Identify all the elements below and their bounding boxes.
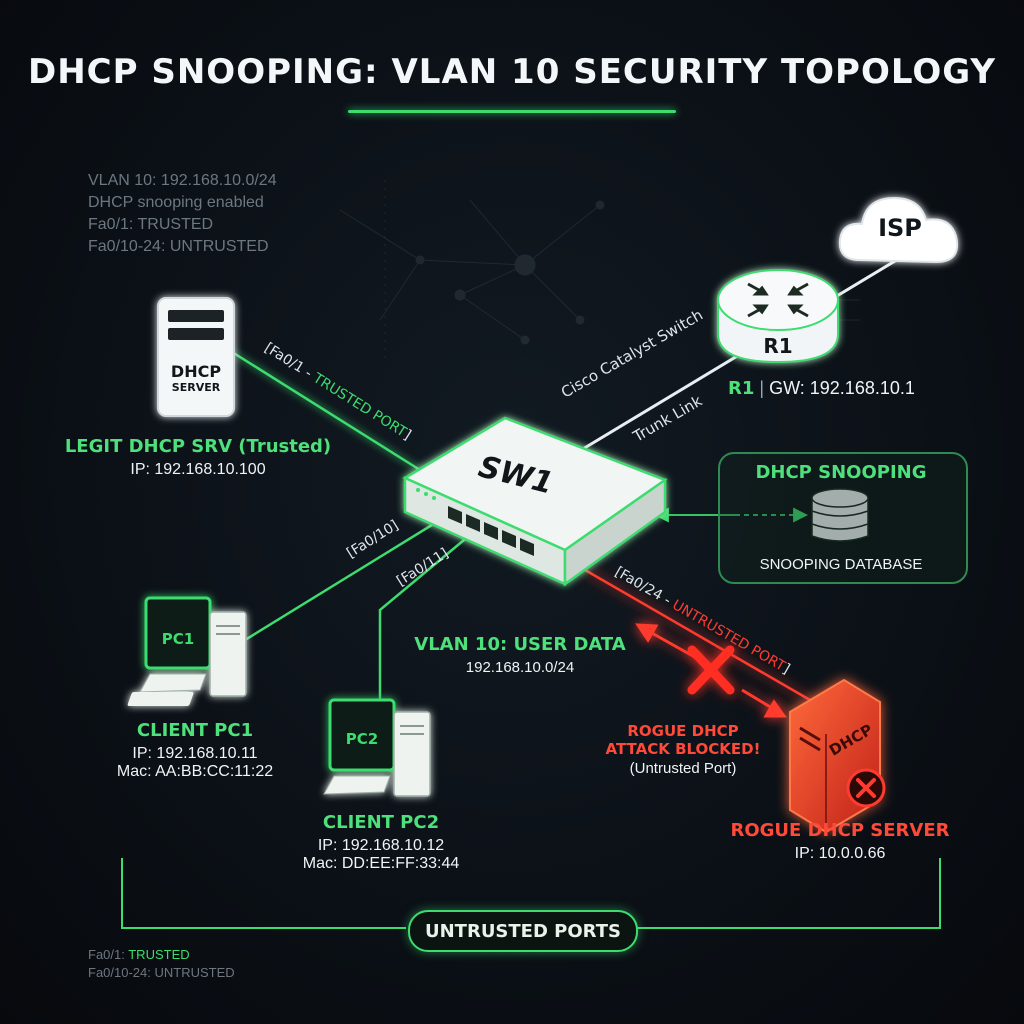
router-gateway: GW: 192.168.10.1: [769, 378, 915, 398]
legit-server-icon-line1: DHCP: [170, 362, 222, 381]
router-separator: |: [759, 378, 765, 398]
untrusted-ports-badge: UNTRUSTED PORTS: [408, 910, 638, 952]
switch-icon: [402, 416, 668, 587]
legit-server-icon-line2: SERVER: [171, 381, 221, 394]
untrusted-bracket-line: [636, 858, 941, 929]
pc2-title: CLIENT PC2: [322, 812, 440, 833]
vlan-title: VLAN 10: USER DATA: [414, 634, 626, 655]
blocked-x-icon: [687, 645, 735, 695]
snooping-db-label: SNOOPING DATABASE: [759, 556, 923, 573]
legend-line1-prefix: Fa0/1:: [88, 947, 129, 962]
port-legend: Fa0/1: TRUSTED Fa0/10-24: UNTRUSTED: [88, 946, 235, 982]
router-name: R1: [728, 378, 755, 399]
attack-blocked-caption: ROGUE DHCP ATTACK BLOCKED! (Untrusted Po…: [598, 722, 768, 777]
legit-server-title: LEGIT DHCP SRV (Trusted): [64, 436, 332, 457]
database-icon: [811, 488, 869, 542]
legit-server-icon-text: DHCP SERVER: [158, 362, 234, 394]
trunk-link-line: [547, 253, 906, 472]
untrusted-bracket-line: [121, 858, 406, 929]
rogue-block-icon: [846, 768, 886, 808]
info-line: DHCP snooping enabled: [88, 194, 264, 211]
pc2-icon: [323, 698, 431, 797]
dhcp-snooping-panel: [718, 452, 968, 584]
pc1-mac: Mac: AA:BB:CC:11:22: [116, 763, 274, 780]
router-caption: R1 | GW: 192.168.10.1: [728, 378, 915, 399]
isp-cloud-icon: [838, 196, 958, 264]
vlan-info-block: VLAN 10: 192.168.10.0/24 DHCP snooping e…: [88, 170, 277, 258]
attack-line1: ROGUE DHCP: [627, 722, 739, 740]
pc1-ip: IP: 192.168.10.11: [132, 745, 258, 762]
router-icon: [717, 269, 839, 364]
vlan-subnet: 192.168.10.0/24: [465, 659, 575, 676]
legit-dhcp-server-icon: [157, 297, 235, 417]
pc2-mac: Mac: DD:EE:FF:33:44: [302, 855, 460, 872]
legend-line1-value: TRUSTED: [128, 947, 190, 962]
pc1-link-line: [244, 518, 441, 642]
attack-note: (Untrusted Port): [629, 760, 737, 777]
info-line: VLAN 10: 192.168.10.0/24: [88, 172, 277, 189]
rogue-caption: ROGUE DHCP SERVER IP: 10.0.0.66: [700, 820, 980, 863]
pc1-title: CLIENT PC1: [136, 720, 254, 741]
info-line: Fa0/1: TRUSTED: [88, 216, 214, 233]
pc1-icon: [127, 596, 247, 706]
title-underline: [348, 110, 676, 113]
info-line: Fa0/10-24: UNTRUSTED: [88, 238, 269, 255]
pc2-screen-label: PC2: [345, 730, 379, 748]
pc1-caption: CLIENT PC1 IP: 192.168.10.11 Mac: AA:BB:…: [80, 720, 310, 781]
legit-server-caption: LEGIT DHCP SRV (Trusted) IP: 192.168.10.…: [48, 436, 348, 479]
rogue-title: ROGUE DHCP SERVER: [730, 820, 950, 841]
legit-server-ip: IP: 192.168.10.100: [130, 461, 266, 478]
legend-line2: Fa0/10-24: UNTRUSTED: [88, 965, 235, 980]
pc2-link-line: [378, 534, 471, 700]
trusted-link-line: [231, 350, 421, 472]
pc1-screen-label: PC1: [161, 630, 195, 648]
rogue-ip: IP: 10.0.0.66: [794, 845, 886, 862]
attack-line2: ATTACK BLOCKED!: [605, 740, 761, 758]
pc2-caption: CLIENT PC2 IP: 192.168.10.12 Mac: DD:EE:…: [266, 812, 496, 873]
snooping-title: DHCP SNOOPING: [755, 462, 927, 483]
pc2-ip: IP: 192.168.10.12: [317, 837, 445, 854]
untrusted-link-line: [584, 568, 811, 702]
router-icon-label: R1: [763, 334, 793, 358]
isp-label: ISP: [878, 214, 922, 242]
vlan-caption: VLAN 10: USER DATA 192.168.10.0/24: [400, 634, 640, 676]
page-title: DHCP SNOOPING: VLAN 10 SECURITY TOPOLOGY: [27, 52, 997, 92]
